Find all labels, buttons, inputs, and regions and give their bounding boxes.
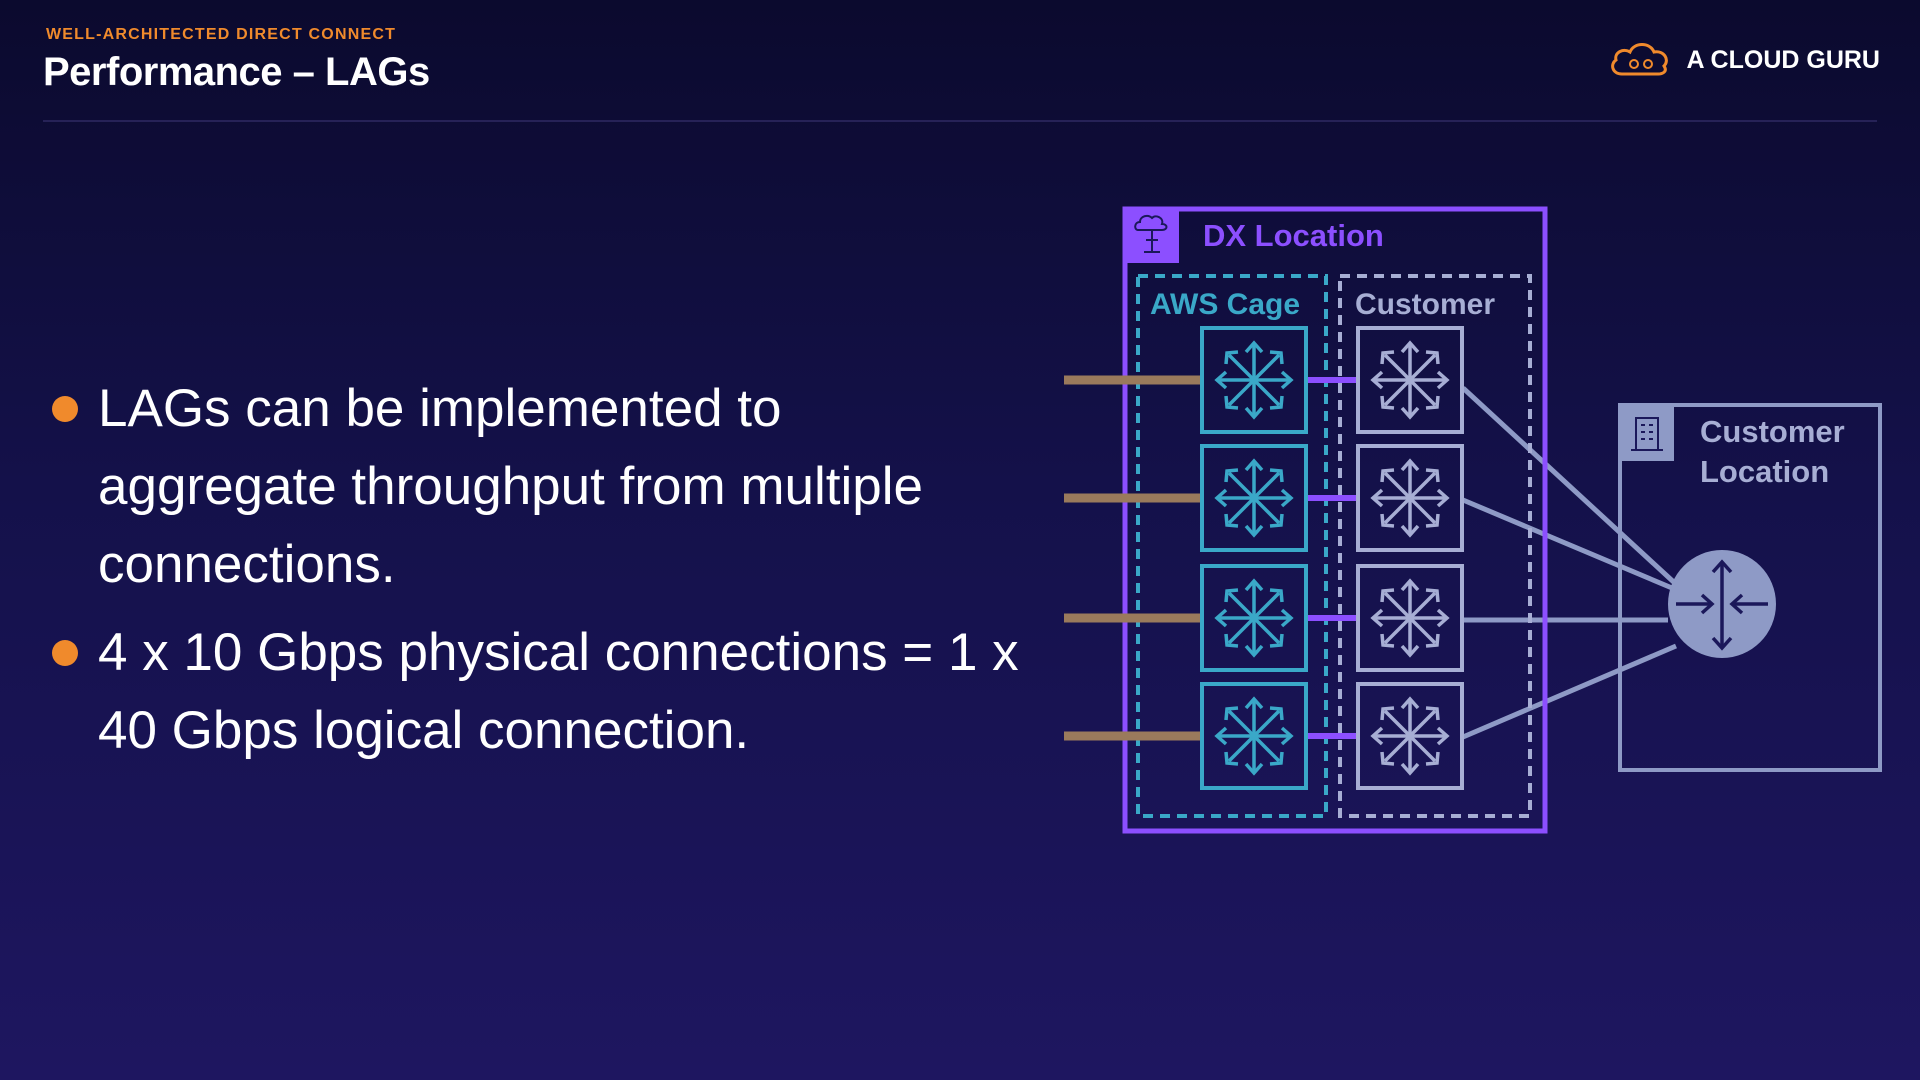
lag-connection-row: [1064, 444, 1464, 552]
eyebrow-label: WELL-ARCHITECTED DIRECT CONNECT: [46, 26, 397, 43]
cloud-logo-icon: [1611, 43, 1669, 76]
aws-router-icon: [1200, 564, 1308, 672]
bullet-text: 4 x 10 Gbps physical connections = 1 x 4…: [98, 623, 1019, 760]
building-glyph: [1631, 417, 1663, 451]
lag-connection-row: [1064, 564, 1464, 672]
customer-region-label: Customer: [1355, 288, 1495, 321]
bullet-dot-icon: [52, 640, 78, 666]
dx-glyph: [1134, 214, 1168, 253]
customer-location-label-line1: Customer: [1700, 414, 1845, 449]
customer-router-icon: [1356, 564, 1464, 672]
bullet-list: LAGs can be implemented to aggregate thr…: [50, 370, 1030, 780]
bullet-item: LAGs can be implemented to aggregate thr…: [50, 370, 1030, 604]
building-icon: [1620, 405, 1674, 461]
slide-title: Performance – LAGs: [43, 50, 430, 94]
lag-connection-row: [1064, 326, 1464, 434]
customer-region: [1338, 274, 1532, 818]
customer-router-icon: [1356, 444, 1464, 552]
customer-router-icon: [1356, 682, 1464, 790]
brand-name: A CLOUD GURU: [1686, 45, 1880, 74]
dx-location-box: [1122, 206, 1548, 834]
aws-cage-region: [1136, 274, 1328, 818]
customer-location-box: [1618, 403, 1882, 772]
aws-router-icon: [1200, 326, 1308, 434]
customer-router-icon: [1356, 326, 1464, 434]
bullet-item: 4 x 10 Gbps physical connections = 1 x 4…: [50, 614, 1030, 770]
aws-cage-label: AWS Cage: [1150, 288, 1300, 321]
router-uplinks: [1461, 386, 1680, 740]
header-divider: [43, 120, 1877, 122]
bullet-text: LAGs can be implemented to aggregate thr…: [98, 379, 923, 594]
lag-connection-row: [1064, 682, 1464, 790]
bullet-dot-icon: [52, 396, 78, 422]
customer-core-router-icon: [1668, 550, 1776, 658]
customer-location-label-line2: Location: [1700, 454, 1829, 489]
dx-location-label: DX Location: [1203, 218, 1384, 253]
aws-router-icon: [1200, 444, 1308, 552]
aws-router-icon: [1200, 682, 1308, 790]
brand-logo: A CLOUD GURU: [1608, 40, 1880, 80]
